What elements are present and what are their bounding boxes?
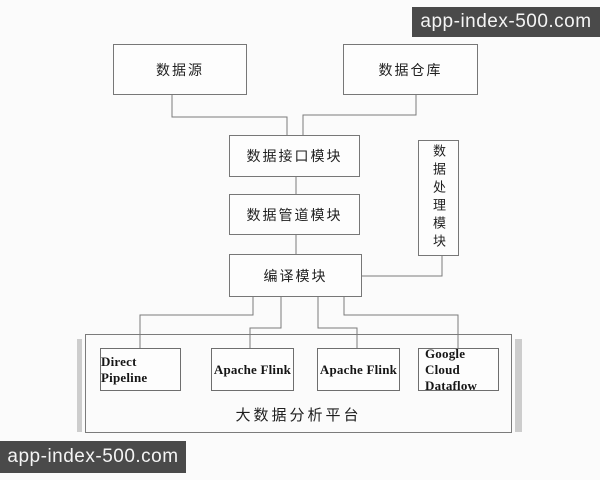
watermark-top-right-text: app-index-500.com	[420, 11, 592, 32]
connector-source-to-interface	[171, 95, 288, 135]
connector-compile-to-dataflow	[343, 297, 459, 348]
node-apache-flink-2-label: Apache Flink	[319, 361, 398, 377]
node-apache-flink-1: Apache Flink	[211, 348, 294, 391]
node-data-pipeline-module: 数据管道模块	[229, 194, 360, 235]
connector-compile-to-flink-2	[317, 297, 358, 348]
node-compile-module: 编译模块	[229, 254, 362, 297]
node-apache-flink-1-label: Apache Flink	[213, 361, 292, 377]
node-data-interface-module: 数据接口模块	[229, 135, 360, 177]
node-data-warehouse-label: 数据仓库	[378, 63, 443, 79]
watermark-bottom-left: app-index-500.com	[0, 441, 186, 473]
container-shadow-right	[515, 339, 522, 432]
connector-warehouse-to-interface	[302, 95, 417, 135]
connector-processing-to-compile	[362, 256, 443, 277]
node-data-processing-module: 数据处理模块	[418, 140, 459, 256]
node-direct-pipeline-label: Direct Pipeline	[101, 353, 148, 385]
watermark-bottom-left-text: app-index-500.com	[7, 446, 179, 467]
node-direct-pipeline: Direct Pipeline	[100, 348, 181, 391]
platform-label: 大数据分析平台	[235, 408, 362, 424]
platform-container: 大数据分析平台	[85, 334, 512, 433]
node-data-warehouse: 数据仓库	[343, 44, 478, 95]
node-data-source: 数据源	[113, 44, 247, 95]
node-data-source-label: 数据源	[156, 63, 204, 79]
connector-compile-to-flink-1	[249, 297, 282, 348]
node-apache-flink-2: Apache Flink	[317, 348, 400, 391]
watermark-top-right: app-index-500.com	[412, 7, 600, 37]
node-compile-module-label: 编译模块	[263, 269, 328, 285]
node-data-pipeline-module-label: 数据管道模块	[246, 208, 343, 224]
container-shadow-left	[77, 339, 82, 432]
node-data-interface-module-label: 数据接口模块	[246, 150, 343, 165]
connector-compile-to-direct-pipeline	[139, 297, 254, 348]
node-data-processing-module-label: 数据处理模块	[431, 144, 446, 252]
